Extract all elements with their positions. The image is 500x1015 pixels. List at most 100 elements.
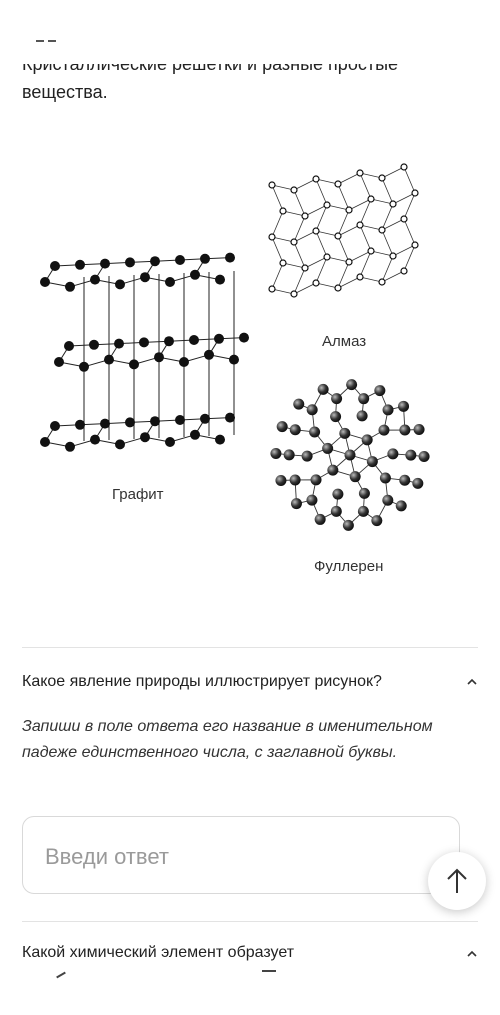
top-bar <box>0 0 500 60</box>
intro-line: вещества. <box>22 82 108 102</box>
bond-line <box>271 236 295 243</box>
fullerene-structure <box>270 379 430 531</box>
atom <box>334 180 342 188</box>
atom <box>334 284 342 292</box>
atom <box>125 257 135 268</box>
atom <box>268 181 276 189</box>
bond-line <box>348 198 372 211</box>
bond-line <box>392 192 416 205</box>
atom <box>225 412 235 423</box>
atom <box>275 475 287 487</box>
bond-line <box>337 209 350 237</box>
atom <box>378 174 386 182</box>
diamond-structure <box>268 163 419 298</box>
bond-line <box>337 172 361 185</box>
atom <box>356 169 364 177</box>
atom <box>290 238 298 246</box>
answer-field[interactable] <box>22 816 460 894</box>
atom <box>361 434 373 446</box>
atom <box>150 416 160 427</box>
atom <box>215 274 225 285</box>
atom <box>374 385 386 397</box>
bond-line <box>359 224 372 252</box>
atom <box>114 338 124 349</box>
atom <box>323 201 331 209</box>
atom <box>54 357 64 367</box>
atom <box>276 421 288 433</box>
bond-line <box>381 177 394 205</box>
bond-line <box>381 229 394 257</box>
scroll-top-button[interactable] <box>428 852 486 910</box>
atom <box>399 424 411 436</box>
chevron-up-icon[interactable] <box>467 950 477 960</box>
bottom-mark <box>262 970 276 972</box>
bond-line <box>370 250 394 257</box>
atom <box>400 215 408 223</box>
caption-graphite: Графит <box>112 486 164 503</box>
bond-line <box>359 224 383 231</box>
atom <box>330 411 342 423</box>
atom <box>358 393 370 405</box>
bond-line <box>337 183 350 211</box>
bond-line <box>403 244 416 272</box>
bond-line <box>337 224 361 237</box>
atom <box>289 424 301 436</box>
atom <box>301 264 309 272</box>
atom <box>399 474 411 486</box>
atom <box>382 404 394 416</box>
question-instruction: Запиши в поле ответа его название в имен… <box>22 718 433 761</box>
atom <box>100 418 110 429</box>
bond-line <box>315 282 339 289</box>
bond-line <box>293 178 317 191</box>
bond-line <box>359 172 372 200</box>
caption-diamond: Алмаз <box>322 333 367 350</box>
atom <box>314 513 326 525</box>
atom <box>214 333 224 344</box>
answer-input[interactable] <box>43 831 407 883</box>
atom <box>389 252 397 260</box>
atom <box>411 189 419 197</box>
atom <box>289 474 301 486</box>
bottom-bar <box>0 962 500 1015</box>
atom <box>225 252 235 263</box>
next-question-title[interactable]: Какой химический элемент образует <box>22 944 295 961</box>
question-title[interactable]: Какое явление природы иллюстрирует рисун… <box>22 673 382 690</box>
atom <box>323 253 331 261</box>
atom <box>389 200 397 208</box>
bond-line <box>271 236 284 264</box>
atom <box>306 494 318 506</box>
atom <box>387 448 399 460</box>
bond-line <box>315 256 328 284</box>
bond-line <box>381 270 405 283</box>
atom <box>356 221 364 229</box>
bond-line <box>315 178 328 206</box>
bond-line <box>282 210 306 217</box>
bond-line <box>370 198 394 205</box>
atom <box>204 349 214 360</box>
bond-line <box>403 166 416 194</box>
atom <box>418 451 430 463</box>
chevron-up-icon[interactable] <box>467 678 477 688</box>
atom <box>378 424 390 436</box>
bond-line <box>315 204 328 232</box>
atom <box>65 281 75 292</box>
atom <box>312 175 320 183</box>
bond-line <box>381 203 394 231</box>
atom <box>412 477 424 489</box>
allotropes-illustration <box>40 163 430 531</box>
atom <box>349 471 361 483</box>
atom <box>358 487 370 499</box>
bond-line <box>359 250 372 278</box>
bond-line <box>348 250 372 263</box>
bond-line <box>392 244 416 257</box>
atom <box>310 474 322 486</box>
atom <box>330 505 342 517</box>
atom <box>279 259 287 267</box>
atom <box>129 359 139 370</box>
atom <box>164 336 174 347</box>
bond-line <box>381 218 405 231</box>
bond-line <box>293 267 306 295</box>
bond-line <box>337 235 350 263</box>
atom <box>306 404 318 416</box>
atom <box>190 429 200 440</box>
